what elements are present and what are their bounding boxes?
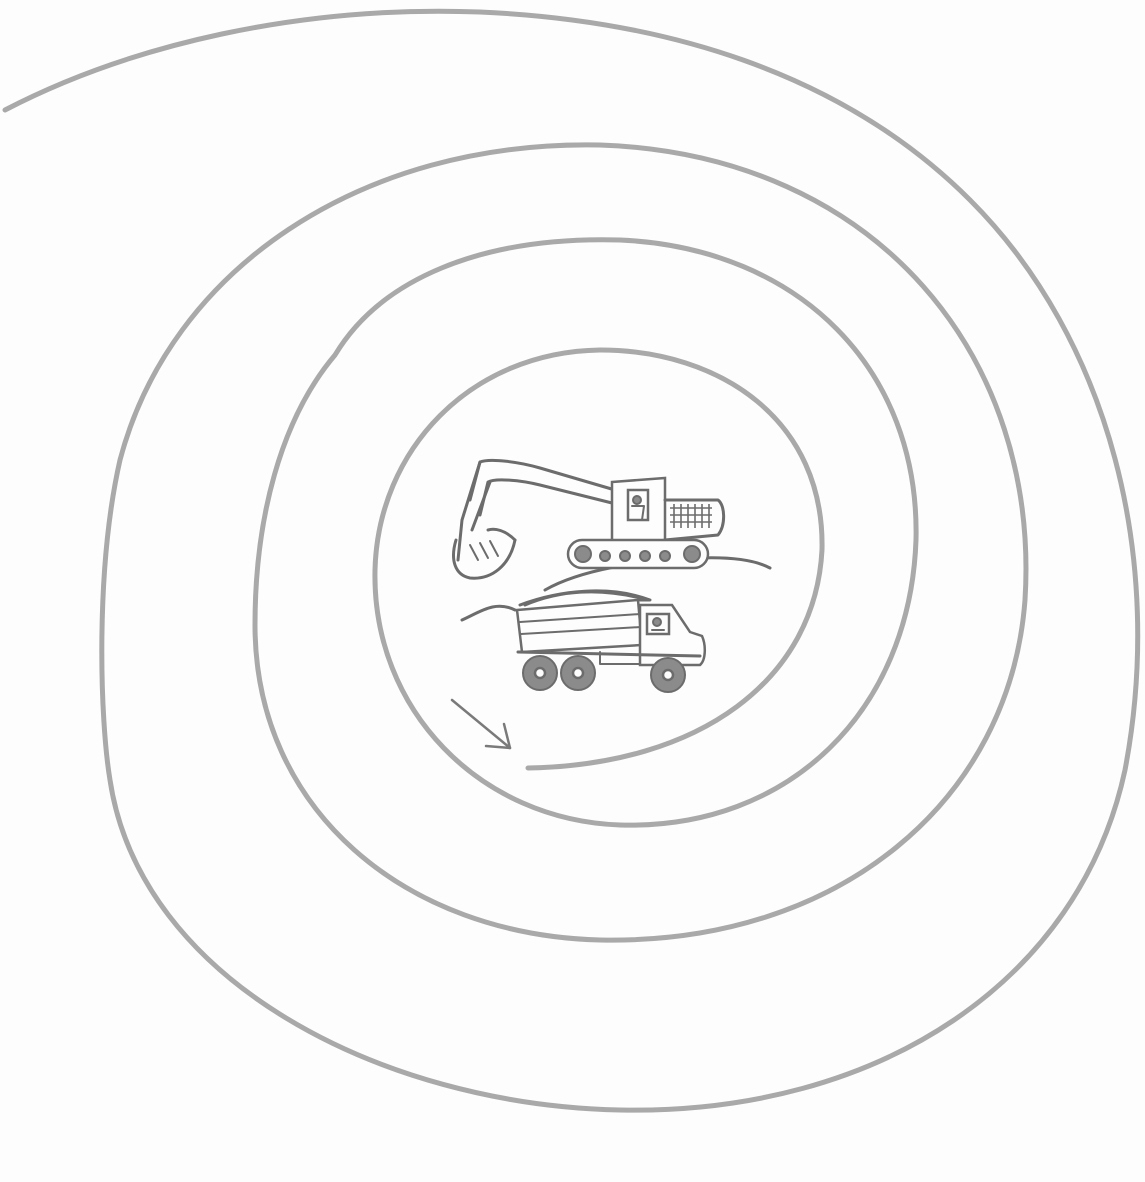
arrow-icon — [452, 700, 510, 748]
dump-truck-icon — [462, 591, 705, 692]
excavator-icon — [454, 460, 770, 590]
